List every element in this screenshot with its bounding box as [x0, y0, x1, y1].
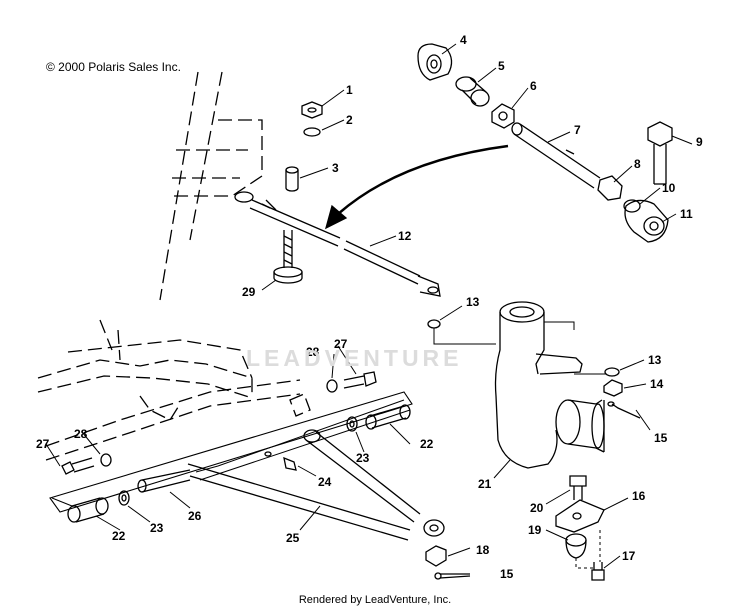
callout-25: 25: [286, 531, 300, 545]
nut-part-14: [603, 379, 623, 397]
bolt-part-27-right: [343, 371, 377, 389]
nut-part-1: [301, 101, 323, 119]
footer-credit: Rendered by LeadVenture, Inc.: [298, 594, 452, 606]
callout-15-upper: 15: [654, 431, 668, 445]
bolt-part-20: [569, 475, 587, 500]
cotter-pin-part-15-lower: [434, 572, 471, 580]
frame-dashed: [37, 319, 311, 461]
callout-leaders: [45, 43, 693, 569]
pivot-tube-part-26: [137, 469, 191, 493]
callout-29: 29: [242, 285, 256, 299]
bushing-part-22-left: [67, 497, 109, 523]
callout-20: 20: [530, 501, 544, 515]
jam-nut-part-8: [597, 175, 623, 201]
callout-28-left: 28: [74, 427, 88, 441]
callout-16: 16: [632, 489, 646, 503]
washer-part-10: [623, 199, 641, 213]
spindle-part-21: [494, 301, 605, 469]
rod-end-part-4: [417, 43, 453, 81]
callout-15-lower: 15: [500, 567, 514, 581]
callout-5: 5: [498, 59, 505, 73]
leader-lines-lower: [575, 530, 601, 569]
callout-26: 26: [188, 509, 202, 523]
rod-end-part-11: [624, 199, 669, 243]
washer-part-13-upper: [427, 319, 441, 329]
callout-22-right: 22: [420, 437, 434, 451]
tie-rod-part-12: [234, 191, 441, 297]
callout-19: 19: [528, 523, 542, 537]
callout-12: 12: [398, 229, 412, 243]
washer-part-13-lower: [604, 367, 620, 377]
jam-nut-part-6: [491, 103, 515, 129]
callout-11: 11: [680, 207, 693, 221]
callout-7: 7: [574, 123, 581, 137]
callout-14: 14: [650, 377, 664, 391]
a-arm-part-25: [187, 399, 445, 541]
callout-24: 24: [318, 475, 332, 489]
washer-part-28-right: [326, 379, 338, 393]
callout-8: 8: [634, 157, 641, 171]
callout-3: 3: [332, 161, 339, 175]
bushing-part-5: [455, 76, 490, 107]
callout-2: 2: [346, 113, 353, 127]
nut-part-18: [425, 545, 447, 567]
bolt-part-17: [591, 562, 605, 581]
copyright-notice: © 2000 Polaris Sales Inc.: [46, 60, 181, 74]
callout-13-lower: 13: [648, 353, 662, 367]
callout-28-right: 28: [306, 345, 320, 359]
callout-numbers: 1 2 3 4 5 6 7 8 9 10 11 12 13 13 14 15 1…: [36, 33, 703, 581]
grease-fitting-part-24: [264, 451, 297, 471]
washer-part-23-left: [118, 490, 130, 506]
bolt-part-9: [647, 121, 673, 185]
callout-10: 10: [662, 181, 676, 195]
leader-lines-upper: [433, 321, 606, 375]
frame-rail: [49, 391, 413, 513]
bolt-part-29: [273, 230, 303, 284]
tube-part-7: [511, 122, 601, 189]
bolt-part-27-left: [61, 457, 95, 475]
callout-17: 17: [622, 549, 636, 563]
callout-6: 6: [530, 79, 537, 93]
callout-18: 18: [476, 543, 490, 557]
callout-23-left: 23: [150, 521, 164, 535]
callout-13-upper: 13: [466, 295, 480, 309]
watermark: LEADVENTURE: [246, 345, 463, 371]
callout-4: 4: [460, 33, 467, 47]
bracket-part-16: [555, 499, 605, 533]
cotter-pin-part-15-upper: [607, 401, 641, 419]
callout-22-left: 22: [112, 529, 126, 543]
bushing-part-3: [285, 166, 299, 192]
washer-part-2: [303, 127, 321, 137]
assembly-arrow: [324, 144, 509, 230]
callout-23-right: 23: [356, 451, 370, 465]
callout-1: 1: [346, 83, 353, 97]
callout-9: 9: [696, 135, 703, 149]
callout-21: 21: [478, 477, 492, 491]
washer-part-28-left: [100, 453, 112, 467]
callout-27-left: 27: [36, 437, 50, 451]
callout-27-right: 27: [334, 337, 348, 351]
steering-post: [159, 71, 263, 301]
ball-joint-part-19: [565, 533, 587, 559]
